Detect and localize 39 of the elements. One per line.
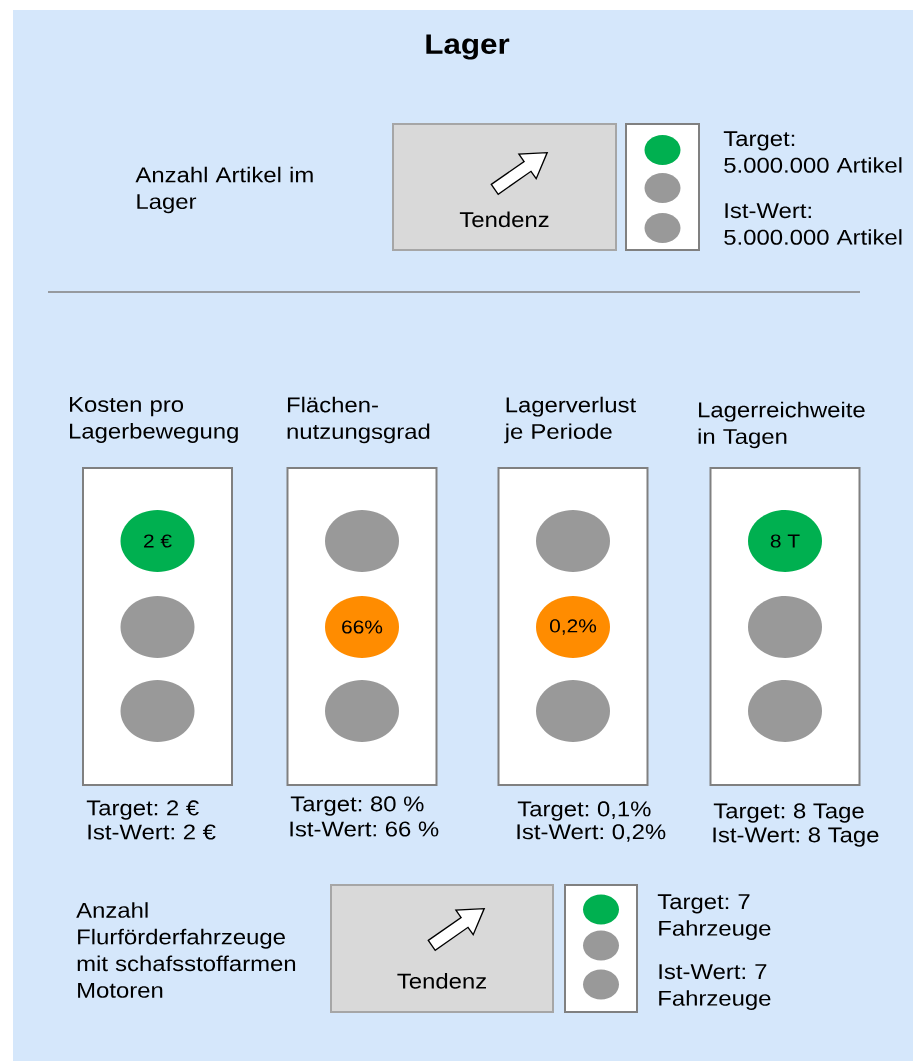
label-text: Flächen- nutzungsgrad — [287, 396, 430, 444]
label-text: Ist-Wert: 7 Fahrzeuge — [659, 964, 771, 1011]
traffic-light-lamp — [536, 510, 610, 572]
traffic-light-lamp — [644, 173, 681, 203]
traffic-light-lamp — [536, 680, 610, 742]
traffic-light-lamp: 0,2% — [536, 596, 610, 658]
label-text: Target: 5.000.000 Artikel — [723, 131, 902, 173]
traffic-light-lamp — [583, 894, 619, 925]
traffic-light-lamp — [644, 213, 681, 243]
label-text: Ist-Wert: 66 % — [290, 821, 439, 837]
label-text: Ist-Wert: 2 € — [88, 824, 216, 840]
traffic-light-lamp — [325, 680, 399, 742]
label-text: Lagerreichweite in Tagen — [698, 401, 865, 449]
traffic-light-lamp — [644, 135, 681, 165]
traffic-light-lamp — [583, 930, 619, 961]
tendency-box: Tendenz — [330, 884, 554, 1013]
label-text: Target: 80 % — [290, 796, 424, 816]
label-text: Target: 0,1% — [517, 801, 651, 821]
traffic-light-lamp: 66% — [325, 596, 399, 658]
title: Lager — [426, 34, 510, 60]
label-text: Target: 7 Fahrzeuge — [657, 894, 771, 941]
label-text: Anzahl Artikel im Lager — [135, 166, 313, 214]
traffic-light-lamp — [120, 596, 195, 658]
traffic-light-lamp — [325, 510, 399, 572]
label-text: Kosten pro Lagerbewegung — [70, 397, 238, 443]
traffic-light-lamp: 2 € — [120, 510, 195, 572]
traffic-light-lamp — [583, 969, 619, 1000]
label-text: Ist-Wert: 5.000.000 Artikel — [724, 203, 902, 245]
label-text: Target: 2 € — [86, 800, 199, 820]
traffic-light-lamp: 8 T — [748, 510, 822, 572]
label-text: Target: 8 Tage — [713, 803, 864, 823]
label-text: Anzahl Flurförderfahrzeuge mit schafsstoffarmen Motoren — [76, 902, 296, 998]
label-text: Ist-Wert: 8 Tage — [713, 827, 879, 847]
traffic-light-lamp — [748, 596, 822, 658]
tendency-box: Tendenz — [392, 123, 617, 251]
traffic-light-lamp — [120, 680, 195, 742]
label-text: Ist-Wert: 0,2% — [517, 824, 666, 842]
traffic-light-lamp — [748, 680, 822, 742]
label-text: Lagerverlust je Periode — [504, 396, 636, 444]
